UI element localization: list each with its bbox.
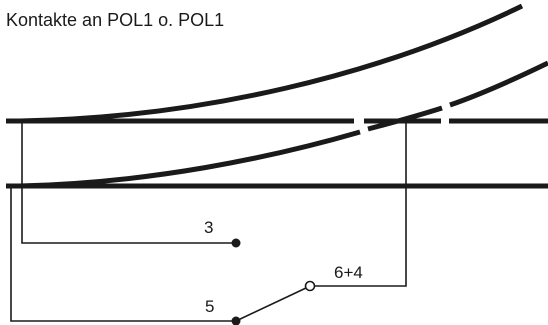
wire-contact-6-4 xyxy=(314,121,407,287)
contact-6-4-label: 6+4 xyxy=(334,263,363,282)
diagram-title: Kontakte an POL1 o. POL1 xyxy=(6,10,224,30)
contact-5-label: 5 xyxy=(205,297,214,316)
switch-arm xyxy=(235,287,307,322)
wire-contact-3 xyxy=(21,121,236,244)
wire-contact-5 xyxy=(10,186,236,322)
lower-diverging-rail-left xyxy=(19,129,361,189)
upper-diverging-rail xyxy=(19,3,524,124)
contact-3-label: 3 xyxy=(204,218,213,237)
switch-open-contact xyxy=(304,280,316,292)
lower-diverging-rail-right xyxy=(449,60,548,108)
contact-3-terminal xyxy=(231,238,241,248)
